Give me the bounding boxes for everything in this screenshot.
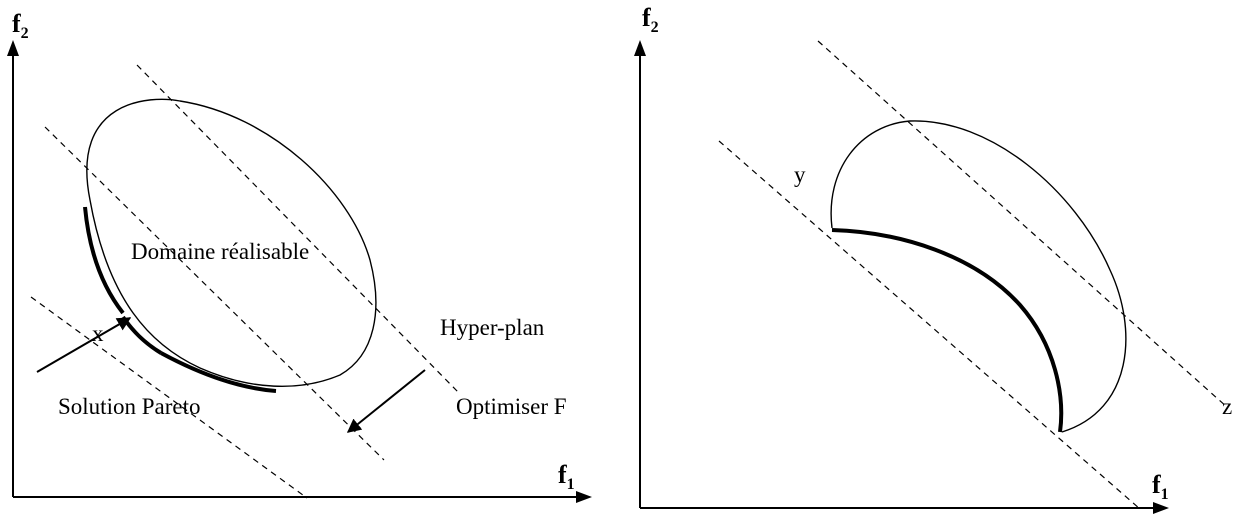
right-pareto-front xyxy=(831,228,1064,433)
pareto-front-segment-2 xyxy=(121,315,163,355)
point-y-label: y xyxy=(794,162,806,187)
left-diagram: f2 f1 Domaine réalisable x Hyper-plan So… xyxy=(7,9,592,503)
right-x-axis-arrowhead-icon xyxy=(1153,502,1169,514)
left-x-axis-label: f1 xyxy=(558,460,575,493)
hyperplane-line-2 xyxy=(44,126,385,461)
right-hyperplane-upper xyxy=(817,40,1229,409)
pareto-front-segment-1 xyxy=(83,206,125,315)
hyperplane-line-3 xyxy=(136,64,459,393)
right-y-axis-label: f2 xyxy=(642,3,659,36)
feasible-domain-outline xyxy=(86,98,377,387)
right-feasible-domain-outline xyxy=(830,120,1127,433)
right-hyperplane-lower xyxy=(718,140,1141,510)
hyperplane-line-1 xyxy=(30,296,308,499)
left-y-axis-arrowhead-icon xyxy=(7,40,19,56)
pareto-arrow xyxy=(36,317,132,373)
hyperplane-label: Hyper-plan xyxy=(440,315,545,340)
right-y-axis-arrowhead-icon xyxy=(634,40,646,56)
optimize-f-label: Optimiser F xyxy=(456,394,567,419)
point-z-label: z xyxy=(1222,394,1232,419)
point-x-label: x xyxy=(92,321,104,346)
feasible-domain-label: Domaine réalisable xyxy=(131,239,309,264)
pareto-solution-label: Solution Pareto xyxy=(58,394,200,419)
left-x-axis-arrowhead-icon xyxy=(576,491,592,503)
left-y-axis-label: f2 xyxy=(12,9,29,42)
pareto-front-segment-3 xyxy=(160,351,277,393)
right-diagram: f2 f1 y z xyxy=(634,3,1232,514)
right-x-axis-label: f1 xyxy=(1152,470,1169,503)
optimize-arrow xyxy=(346,369,426,433)
